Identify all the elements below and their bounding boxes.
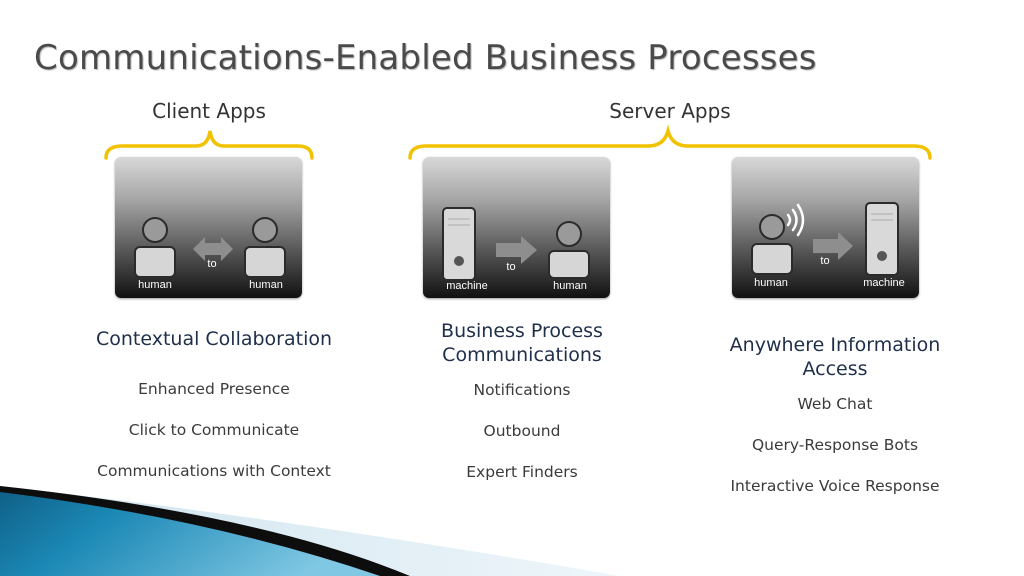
connector-caption: to [207, 258, 217, 270]
list-item: Outbound [483, 422, 561, 440]
server-icon [442, 207, 476, 281]
person-icon [548, 221, 590, 279]
sound-waves-icon [786, 203, 805, 237]
person-icon [134, 217, 176, 278]
list-item: Communications with Context [97, 462, 331, 480]
double-arrow-icon [193, 237, 233, 261]
server-apps-label: Server Apps [609, 99, 731, 123]
client-apps-label: Client Apps [152, 99, 266, 123]
left-caption: machine [446, 280, 488, 292]
list-item: Notifications [473, 381, 571, 399]
slide-title: Communications-Enabled Business Processe… [34, 38, 817, 78]
server-apps-brace [408, 124, 932, 160]
panel-machine-to-human: machine to human [423, 157, 610, 298]
right-caption: human [553, 280, 587, 292]
client-apps-brace [104, 130, 314, 160]
person-icon [244, 217, 286, 278]
list-item: Click to Communicate [128, 421, 300, 439]
left-caption: human [754, 277, 788, 289]
list-item: Enhanced Presence [138, 380, 290, 398]
list-item: Interactive Voice Response [730, 477, 940, 495]
server-icon [865, 202, 899, 276]
column-title: Contextual Collaboration [95, 328, 333, 350]
right-arrow-icon [813, 232, 853, 260]
connector-caption: to [506, 261, 516, 273]
panel-human-to-machine: human to machine [732, 157, 919, 298]
person-icon [751, 214, 793, 275]
column-title: Business Process Communications [441, 320, 603, 366]
list-item: Query-Response Bots [751, 436, 919, 454]
list-item: Expert Finders [466, 463, 578, 481]
right-arrow-icon [496, 236, 537, 264]
panel-human-to-human: human to human [115, 157, 302, 298]
connector-caption: to [820, 255, 830, 267]
left-caption: human [138, 279, 172, 291]
right-caption: machine [863, 277, 905, 289]
column-title: Anywhere Information Access [729, 334, 941, 380]
right-caption: human [249, 279, 283, 291]
list-item: Web Chat [797, 395, 873, 413]
brace-group [104, 124, 932, 160]
